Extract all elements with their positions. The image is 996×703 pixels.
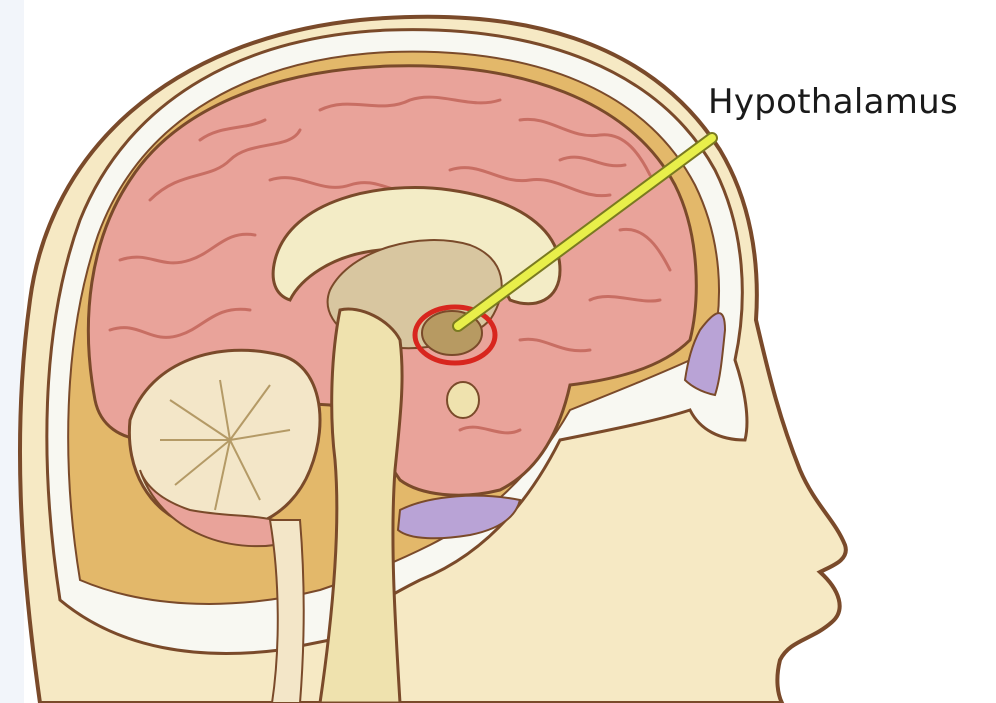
- pituitary: [447, 382, 479, 418]
- hypothalamus-label: Hypothalamus: [708, 82, 958, 122]
- background-shade: [0, 0, 24, 703]
